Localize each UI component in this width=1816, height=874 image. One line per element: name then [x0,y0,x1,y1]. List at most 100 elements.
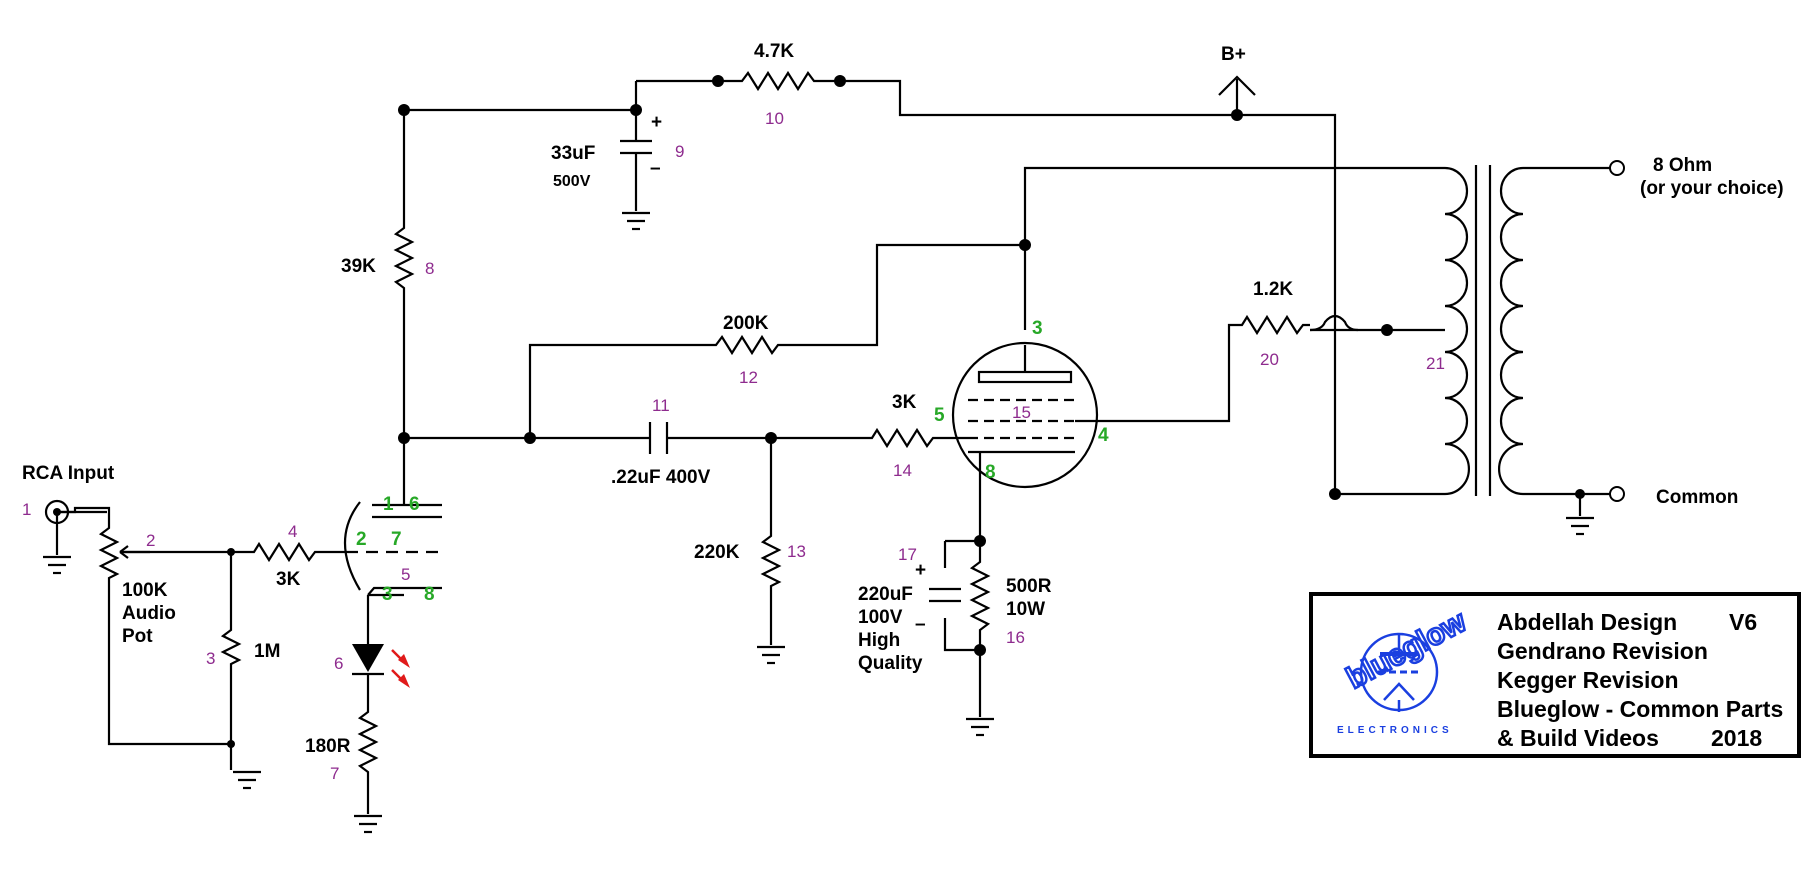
tb-year: 2018 [1711,725,1762,751]
title-block: blueglow ELECTRONICS Abdellah Design V6 … [1309,592,1801,758]
capacitor-c17 [929,587,961,603]
led [352,644,410,688]
resistor-r14 [868,427,945,449]
tb-line1: Abdellah Design [1497,609,1677,635]
ref-10: 10 [765,109,784,128]
ref-2: 2 [146,531,155,550]
ground-input [43,555,71,575]
resistor-r10 [718,70,840,92]
tb-line5: & Build Videos [1497,725,1659,751]
ground-r3 [233,770,261,790]
label-r3: 1M [254,641,280,662]
terminal-common [1609,486,1625,502]
component-values: 4.7K B+ 33uF 500V + – 39K 8 Ohm (or your… [22,41,1784,757]
reference-designators: 1 2 3 4 5 6 7 8 9 10 11 12 13 14 15 16 1… [22,109,1445,783]
label-r20: 1.2K [1253,279,1293,300]
tb-line4: Blueglow - Common Parts [1497,696,1783,722]
resistor-r7 [357,705,379,786]
ref-21: 21 [1426,354,1445,373]
logo-sub: ELECTRONICS [1337,725,1453,736]
ground-c9 [622,211,650,231]
label-c17-1: 220uF [858,584,913,605]
label-r10: 4.7K [754,41,794,62]
rca-jack [44,499,70,525]
secondary-winding [1498,166,1524,496]
ref-20: 20 [1260,350,1279,369]
tube-v1 [344,501,442,596]
label-r4: 3K [276,569,301,590]
ref-3: 3 [206,649,215,668]
ref-4: 4 [288,522,297,541]
junctions [227,75,1585,748]
ground-cathode [966,717,994,737]
capacitors [620,139,961,603]
ref-9: 9 [675,142,684,161]
tube-v2 [945,341,1099,489]
led-arrows [391,649,410,688]
ref-15: 15 [1012,403,1031,422]
pin-numbers: 1 6 2 7 3 8 3 5 4 8 [356,318,1109,605]
resistor-r8 [393,220,415,304]
wires [55,79,1610,814]
ref-14: 14 [893,461,912,480]
pin-v2-5: 5 [934,405,945,426]
pin-v1-6: 6 [409,494,420,515]
wire-hop [1309,314,1359,332]
label-r12: 200K [723,313,769,334]
label-r14: 3K [892,392,917,413]
ref-1: 1 [22,500,31,519]
pin-v1-1: 1 [383,494,394,515]
label-r7: 180R [305,736,351,757]
ground-secondary [1566,516,1594,536]
resistor-r13 [760,531,782,590]
ref-6: 6 [334,654,343,673]
label-pot-2: Audio [122,603,176,624]
label-c17-plus: + [915,560,926,581]
label-bplus: B+ [1221,44,1246,65]
pin-v2-3: 3 [1032,318,1043,339]
pin-v1-7: 7 [391,529,402,550]
label-c9-plus: + [651,112,662,133]
ground-r7 [354,814,382,834]
label-rca: RCA Input [22,463,115,484]
capacitor-c11 [648,422,669,454]
label-c17-4: Quality [858,653,923,674]
ref-11: 11 [652,396,670,415]
label-c9-value: 33uF [551,143,595,164]
resistor-r16 [969,556,991,636]
ground-r13 [757,645,785,665]
label-your-choice: (or your choice) [1640,178,1784,199]
bplus-arrow [1218,75,1256,96]
label-c17-2: 100V [858,607,903,628]
ref-8: 8 [425,259,434,278]
ref-7: 7 [330,764,339,783]
resistor-r3 [220,625,242,669]
label-8ohm: 8 Ohm [1653,155,1712,176]
ref-17: 17 [898,545,917,564]
tb-version: V6 [1729,609,1757,635]
label-c9-minus: – [650,158,661,179]
pin-v1-8: 8 [424,584,435,605]
resistor-r4 [250,541,329,563]
label-r16-1: 500R [1006,576,1052,597]
label-r16-2: 10W [1006,599,1045,620]
potentiometer-100k [98,523,150,580]
resistor-r12 [710,334,790,356]
pin-v2-4: 4 [1098,425,1109,446]
label-r13: 220K [694,542,740,563]
label-common: Common [1656,487,1738,508]
pin-v1-2: 2 [356,529,367,550]
label-pot-3: Pot [122,626,153,647]
ref-5: 5 [401,565,410,584]
label-c17-minus: – [915,614,926,635]
label-r8: 39K [341,256,376,277]
terminal-8ohm [1609,160,1625,176]
ref-12: 12 [739,368,758,387]
label-c11: .22uF 400V [611,467,711,488]
label-c9-voltage: 500V [553,173,591,190]
resistors [220,70,1359,786]
resistor-r20 [1238,314,1310,336]
primary-winding [1444,166,1470,496]
ref-13: 13 [787,542,806,561]
